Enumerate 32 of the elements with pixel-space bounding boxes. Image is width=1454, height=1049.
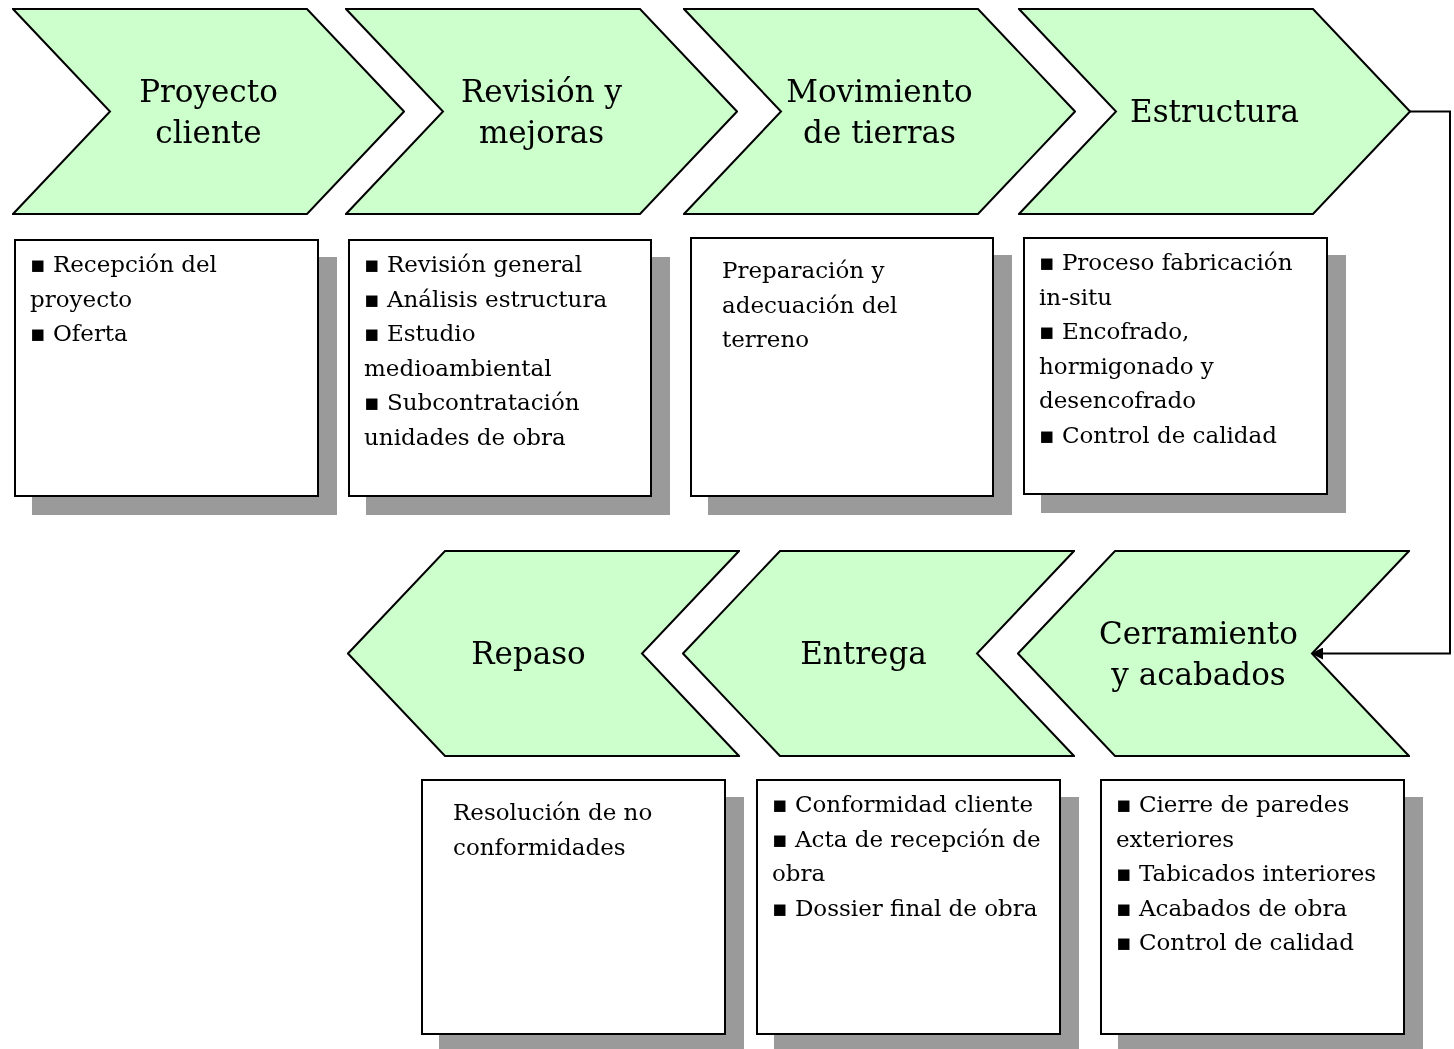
step-title: Movimiento de tierras [785,72,974,152]
description-text: Preparación y adecuación del terreno [722,256,899,354]
bullet-item: ▪ Estudio medioambiental [364,319,553,383]
bullet-item: ▪ Oferta [30,319,129,348]
bullet-item: ▪ Proceso fabricación in-situ [1039,248,1294,312]
bullet-item: ▪ Revisión general [364,250,584,279]
chevron-step [683,8,1076,215]
chevron-step [1017,550,1410,757]
bullet-item: ▪ Tabicados interiores [1116,859,1378,888]
bullet-item: ▪ Control de calidad [1039,420,1279,450]
chevron-step [12,8,405,215]
bullet-item: ▪ Análisis estructura [364,284,609,314]
bullet-item: ▪ Acta de recepción de obra [772,824,1042,888]
bullet-item: ▪ Subcontratación unidades de obra [364,388,581,452]
bullet-item: ▪ Cierre de paredes exteriores [1116,790,1351,854]
bullet-item: ▪ Acabados de obra [1116,893,1349,923]
bullet-item: ▪ Dossier final de obra [772,893,1039,923]
step-title: Repaso [471,634,586,674]
step-title: Proyecto cliente [138,72,279,152]
step-title: Cerramiento y acabados [1098,614,1299,694]
bullet-item: ▪ Conformidad cliente [772,790,1035,819]
step-title: Revisión y mejoras [460,72,623,152]
bullet-item: ▪ Recepción del proyecto [30,250,218,314]
chevron-step [345,8,738,215]
chevron-step [347,550,740,757]
bullet-item: ▪ Control de calidad [1116,928,1356,957]
description-text: Resolución de no conformidades [453,798,654,862]
bullet-item: ▪ Encofrado, hormigonado y desencofrado [1039,317,1215,415]
step-title: Estructura [1130,92,1299,132]
step-title: Entrega [800,634,927,674]
chevron-step [1018,8,1411,215]
chevron-step [682,550,1075,757]
